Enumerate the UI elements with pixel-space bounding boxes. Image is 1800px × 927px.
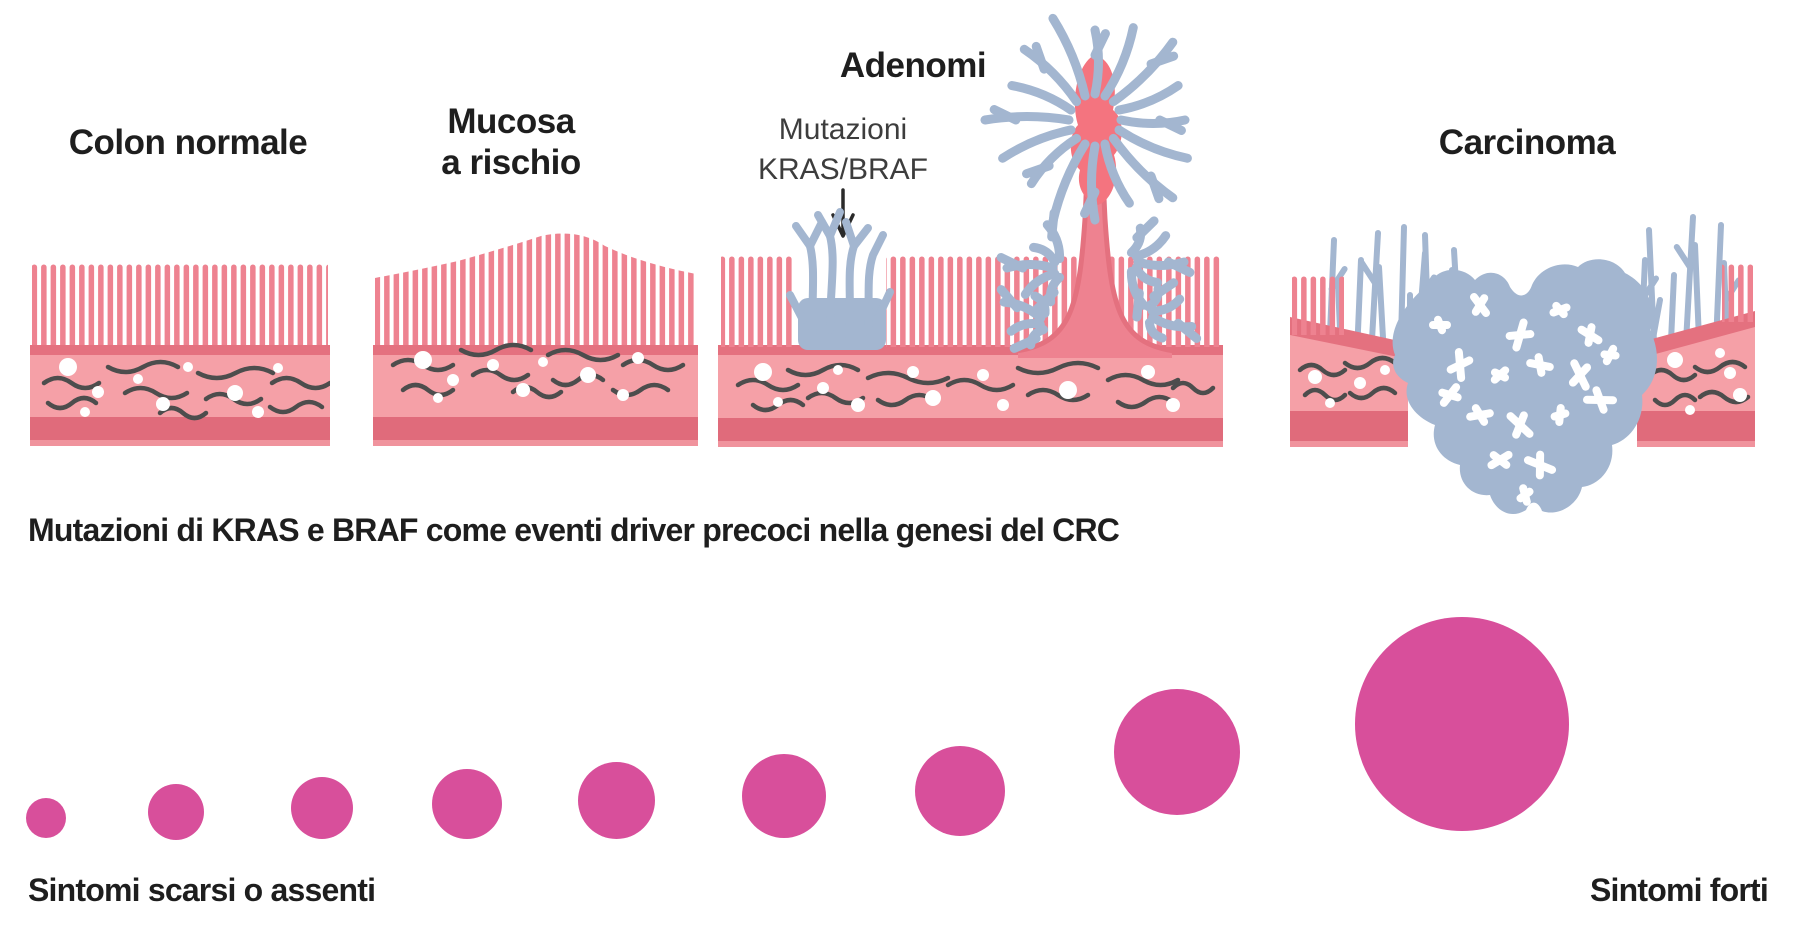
mucosa-ridge — [373, 345, 698, 356]
stage-title-colon-normale: Colon normale — [68, 123, 308, 162]
symptom-circle-9 — [1355, 617, 1569, 831]
symptom-circle-6 — [742, 754, 826, 838]
stage-title-line: a rischio — [441, 143, 581, 183]
villi — [1292, 275, 1344, 335]
symptom-circle-3 — [291, 777, 353, 839]
symptom-label-right: Sintomi forti — [1589, 872, 1769, 908]
symptom-circle-2 — [148, 784, 204, 840]
illustration-colon-normale — [30, 263, 330, 446]
carcinoma-mass — [1392, 259, 1657, 515]
villi — [721, 255, 795, 347]
illustration-mucosa-a-rischio — [373, 233, 698, 446]
stroma-dots-1 — [59, 358, 283, 418]
villi — [32, 263, 328, 347]
illustration-carcinoma — [1290, 214, 1755, 515]
stroma-squiggles-4l — [1297, 355, 1398, 403]
stroma-dots-2 — [414, 351, 644, 403]
symptom-circle-1 — [26, 798, 66, 838]
annotation-line: KRAS/BRAF — [757, 153, 929, 187]
symptom-circle-8 — [1114, 689, 1240, 815]
mucosa-ridge — [718, 345, 1223, 356]
tumor-specks — [1429, 293, 1620, 506]
mucosa-ridge — [30, 345, 330, 356]
tissue-bottom-edge — [30, 440, 330, 446]
villi-mound — [375, 233, 696, 346]
stroma-dots-4l — [1308, 365, 1390, 408]
mutation-annotation: Mutazioni KRAS/BRAF — [713, 110, 973, 190]
tissue-right — [1637, 311, 1755, 447]
annotation-line: Mutazioni — [778, 113, 908, 146]
polyp — [980, 13, 1202, 358]
symptom-circle-7 — [915, 746, 1005, 836]
polyp-stalk — [1018, 148, 1172, 358]
villi — [1722, 263, 1753, 322]
stage-title-line: Mucosa — [447, 102, 575, 141]
symptom-circle-4 — [432, 769, 502, 839]
stage-title-mucosa-a-rischio: Mucosa a rischio — [361, 101, 661, 184]
stroma-squiggles-3 — [735, 360, 1216, 413]
stage-title-carcinoma: Carcinoma — [1438, 123, 1616, 162]
stroma-dots-3 — [754, 363, 1180, 412]
illustration-adenomi — [718, 13, 1223, 447]
tissue-bottom-edge — [718, 441, 1223, 447]
symptom-label-left: Sintomi scarsi o assenti — [28, 872, 376, 908]
adenoma-small — [786, 208, 894, 350]
figure-caption: Mutazioni di KRAS e BRAF come eventi dri… — [28, 512, 1120, 548]
tissue-bottom-edge — [373, 440, 698, 446]
stroma-dots-4r — [1667, 348, 1747, 415]
stage-title-adenomi: Adenomi — [839, 46, 987, 85]
polyp-fronds — [980, 13, 1202, 353]
symptom-circle-5 — [577, 761, 655, 839]
tissue-left — [1290, 317, 1408, 447]
